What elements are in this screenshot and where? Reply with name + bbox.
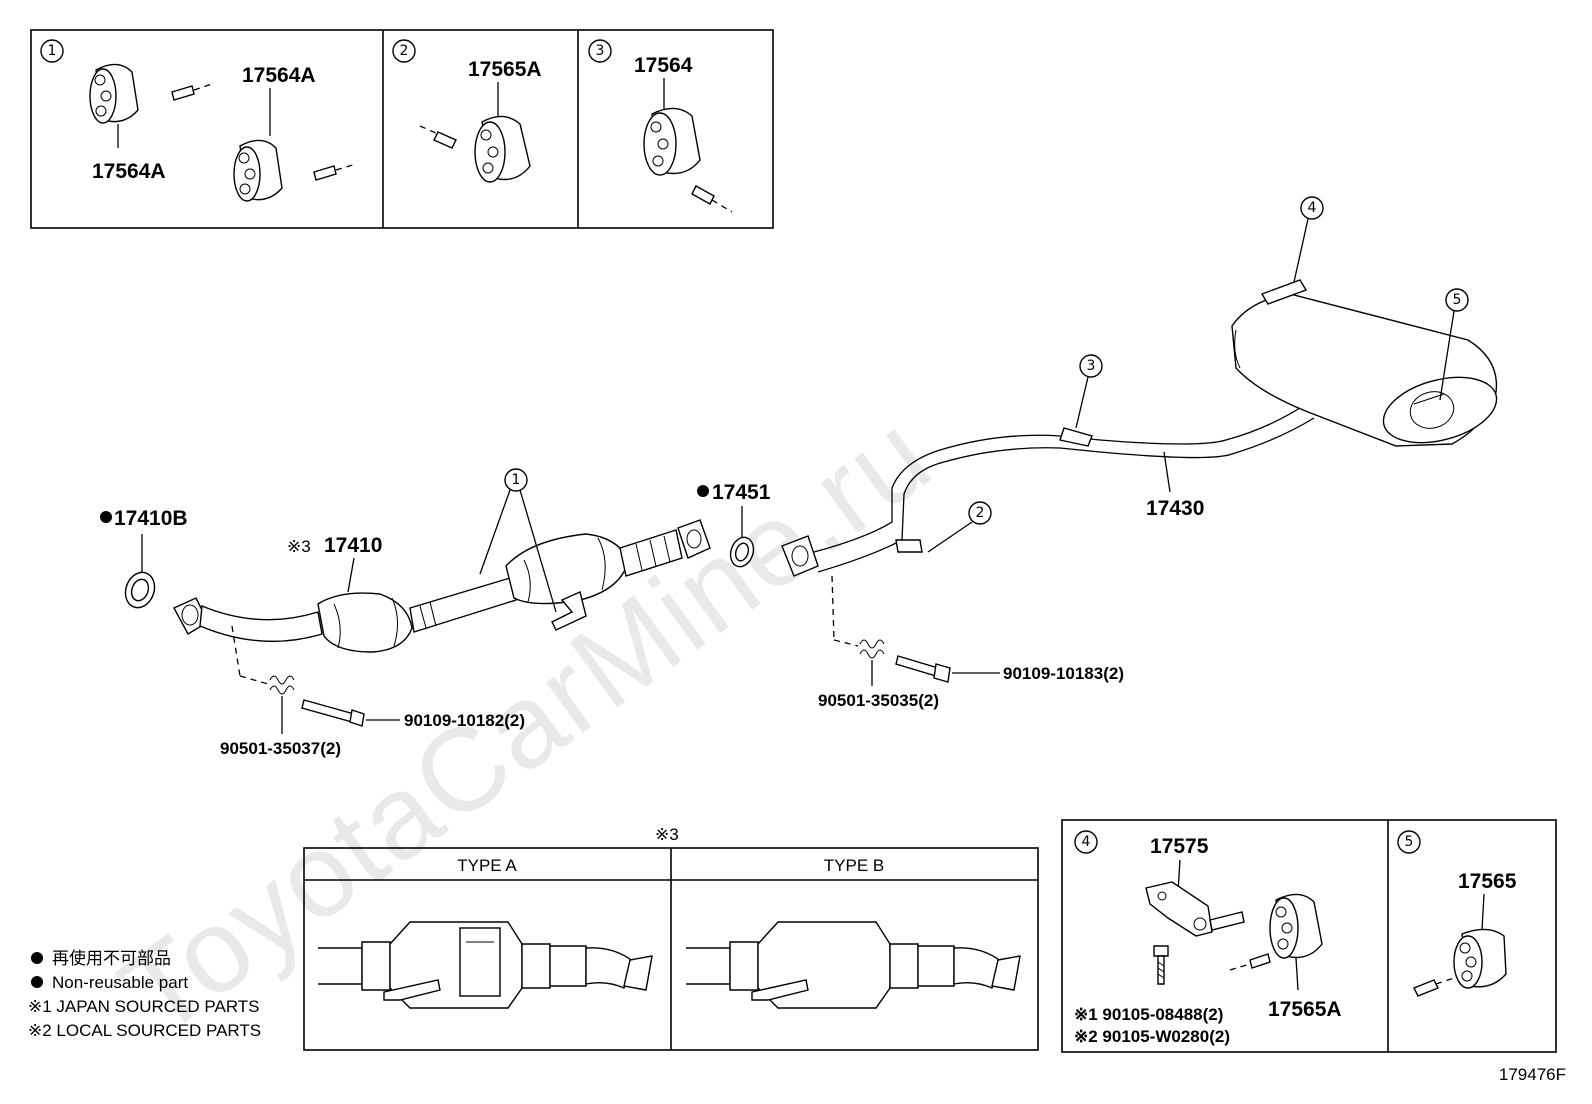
- rubber-hanger-icon: [643, 107, 701, 176]
- part-17564A-upper-label: 17564A: [242, 64, 316, 87]
- part-90105-W0280-label: ※2 90105-W0280(2): [1074, 1027, 1230, 1046]
- part-90501-35035-label: 90501-35035(2): [818, 691, 939, 710]
- tail-pipe-17430-icon: [781, 279, 1498, 577]
- callout-5-main-label: 5: [1453, 292, 1462, 308]
- part-90109-10183-label: 90109-10183(2): [1003, 664, 1124, 683]
- callout-5-panel-icon: [1397, 830, 1421, 854]
- part-17451-label: 17451: [712, 481, 771, 504]
- callout-1-icon: [40, 39, 64, 63]
- type-b-converter-icon: [686, 921, 1021, 1009]
- rubber-hanger-icon: [233, 139, 283, 202]
- part-17564-label: 17564: [634, 54, 693, 77]
- legend-note-1: ※1 JAPAN SOURCED PARTS: [28, 997, 260, 1016]
- bolt-front-icon: [301, 699, 365, 727]
- bottom-right-panels: 4 17575: [1061, 819, 1557, 1053]
- callout-2-icon: [392, 39, 416, 63]
- part-90109-10182-label: 90109-10182(2): [404, 711, 525, 730]
- rubber-hanger-icon: [89, 63, 139, 124]
- main-assembly: 17410B ※3 17410: [100, 196, 1498, 758]
- part-90105-08488-label: ※1 90105-08488(2): [1074, 1005, 1223, 1024]
- callout-3-label: 3: [596, 43, 605, 59]
- part-90501-35037-label: 90501-35037(2): [220, 739, 341, 758]
- callout-3-main-icon: [1079, 354, 1103, 378]
- hanger-pin-icon: [691, 185, 733, 213]
- panel-5: 5 17565: [1397, 830, 1517, 997]
- type-a-converter-icon: [318, 921, 653, 1009]
- spring-rear-icon: [859, 639, 885, 659]
- callout-4-main-icon: [1300, 196, 1324, 220]
- hanger-pin-icon: [171, 83, 213, 101]
- gasket-17410B-icon: [124, 571, 156, 609]
- part-17564A-lower-label: 17564A: [92, 160, 166, 183]
- bolt-rear-icon: [895, 655, 951, 683]
- part-17410-label: 17410: [324, 534, 382, 557]
- part-17410B-label: 17410B: [114, 507, 188, 530]
- non-reusable-dot-icon: [697, 485, 709, 497]
- callout-1-label: 1: [48, 43, 57, 59]
- callout-3-icon: [588, 39, 612, 63]
- front-pipe-note-mark: ※3: [287, 537, 311, 556]
- callout-5-main-icon: [1445, 288, 1469, 312]
- callout-3-main-label: 3: [1087, 358, 1096, 374]
- non-reusable-dot-icon: [31, 952, 43, 964]
- panel-4: 4 17575: [1074, 830, 1342, 1046]
- callout-2-main-label: 2: [976, 505, 985, 521]
- hanger-bracket-17575-icon: [1145, 881, 1245, 937]
- front-pipe-17410-icon: [173, 519, 711, 653]
- hanger-pin-icon: [1413, 977, 1455, 997]
- panel-3: 3 17564: [588, 39, 733, 213]
- part-17565-label: 17565: [1458, 870, 1517, 893]
- gasket-17451-icon: [729, 536, 755, 568]
- panel-2: 2 17565A: [392, 39, 542, 183]
- rubber-hanger-icon: [474, 115, 531, 183]
- part-17575-label: 17575: [1150, 835, 1209, 858]
- callout-4-panel-label: 4: [1082, 834, 1091, 850]
- callout-2-main-icon: [968, 501, 992, 525]
- top-panels-frame: [30, 29, 774, 229]
- spring-front-icon: [269, 675, 295, 695]
- legend: 再使用不可部品 Non-reusable part ※1 JAPAN SOURC…: [28, 948, 261, 1040]
- legend-nonreusable: Non-reusable part: [52, 973, 188, 992]
- hanger-pin-icon: [1229, 953, 1271, 971]
- type-b-header: TYPE B: [824, 856, 884, 875]
- non-reusable-dot-icon: [100, 511, 112, 523]
- part-17565A-bottom-label: 17565A: [1268, 998, 1342, 1021]
- callout-1-main-label: 1: [512, 472, 521, 488]
- type-box-note-mark: ※3: [655, 825, 679, 844]
- legend-jp-nonreusable: 再使用不可部品: [52, 948, 171, 968]
- callout-1-main-icon: [504, 468, 528, 492]
- type-box: ※3 TYPE A TYPE B: [303, 825, 1039, 1051]
- hanger-pin-icon: [313, 163, 357, 181]
- callout-4-main-label: 4: [1308, 200, 1317, 216]
- part-17565A-label: 17565A: [468, 58, 542, 81]
- callout-5-panel-label: 5: [1405, 834, 1414, 850]
- rubber-hanger-icon: [1453, 928, 1507, 989]
- bottom-right-frame: [1061, 819, 1557, 1053]
- callout-2-label: 2: [400, 43, 409, 59]
- callout-4-panel-icon: [1074, 830, 1098, 854]
- type-a-header: TYPE A: [457, 856, 517, 875]
- non-reusable-dot-icon: [31, 976, 43, 988]
- diagram-id: 179476F: [1499, 1065, 1566, 1084]
- top-panels: 1 17564A 17564A: [30, 29, 774, 229]
- part-17430-label: 17430: [1146, 497, 1204, 520]
- legend-note-2: ※2 LOCAL SOURCED PARTS: [28, 1021, 261, 1040]
- bolt-icon: [1153, 945, 1169, 985]
- rubber-hanger-icon: [1269, 893, 1323, 959]
- panel-1: 1 17564A 17564A: [40, 39, 357, 202]
- hanger-pin-icon: [419, 125, 457, 149]
